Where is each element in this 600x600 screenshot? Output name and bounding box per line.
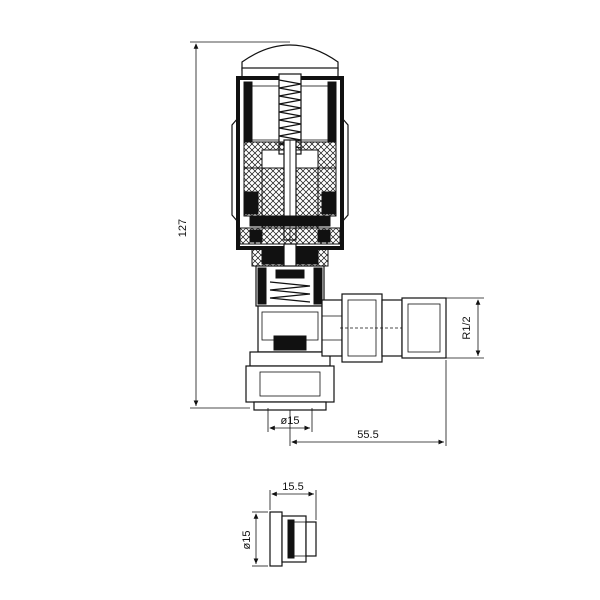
tail-diameter-label: ø15 xyxy=(241,531,253,550)
outlet-length-label: 55.5 xyxy=(357,429,378,441)
dimension-tail-diameter: ø15 xyxy=(241,511,268,567)
dimension-outlet-length: 55.5 xyxy=(289,360,447,446)
valve-body xyxy=(245,243,335,411)
thermostatic-head xyxy=(231,44,349,250)
tail-length-label: 15.5 xyxy=(282,481,303,493)
outlet-union xyxy=(321,293,447,363)
overall-height-label: 127 xyxy=(177,219,189,237)
dimension-thread: R1/2 xyxy=(446,297,484,359)
dimension-overall-height: 127 xyxy=(177,41,290,409)
tail-piece xyxy=(269,511,317,567)
dimension-tail-length: 15.5 xyxy=(269,481,317,520)
thread-label: R1/2 xyxy=(461,316,473,339)
